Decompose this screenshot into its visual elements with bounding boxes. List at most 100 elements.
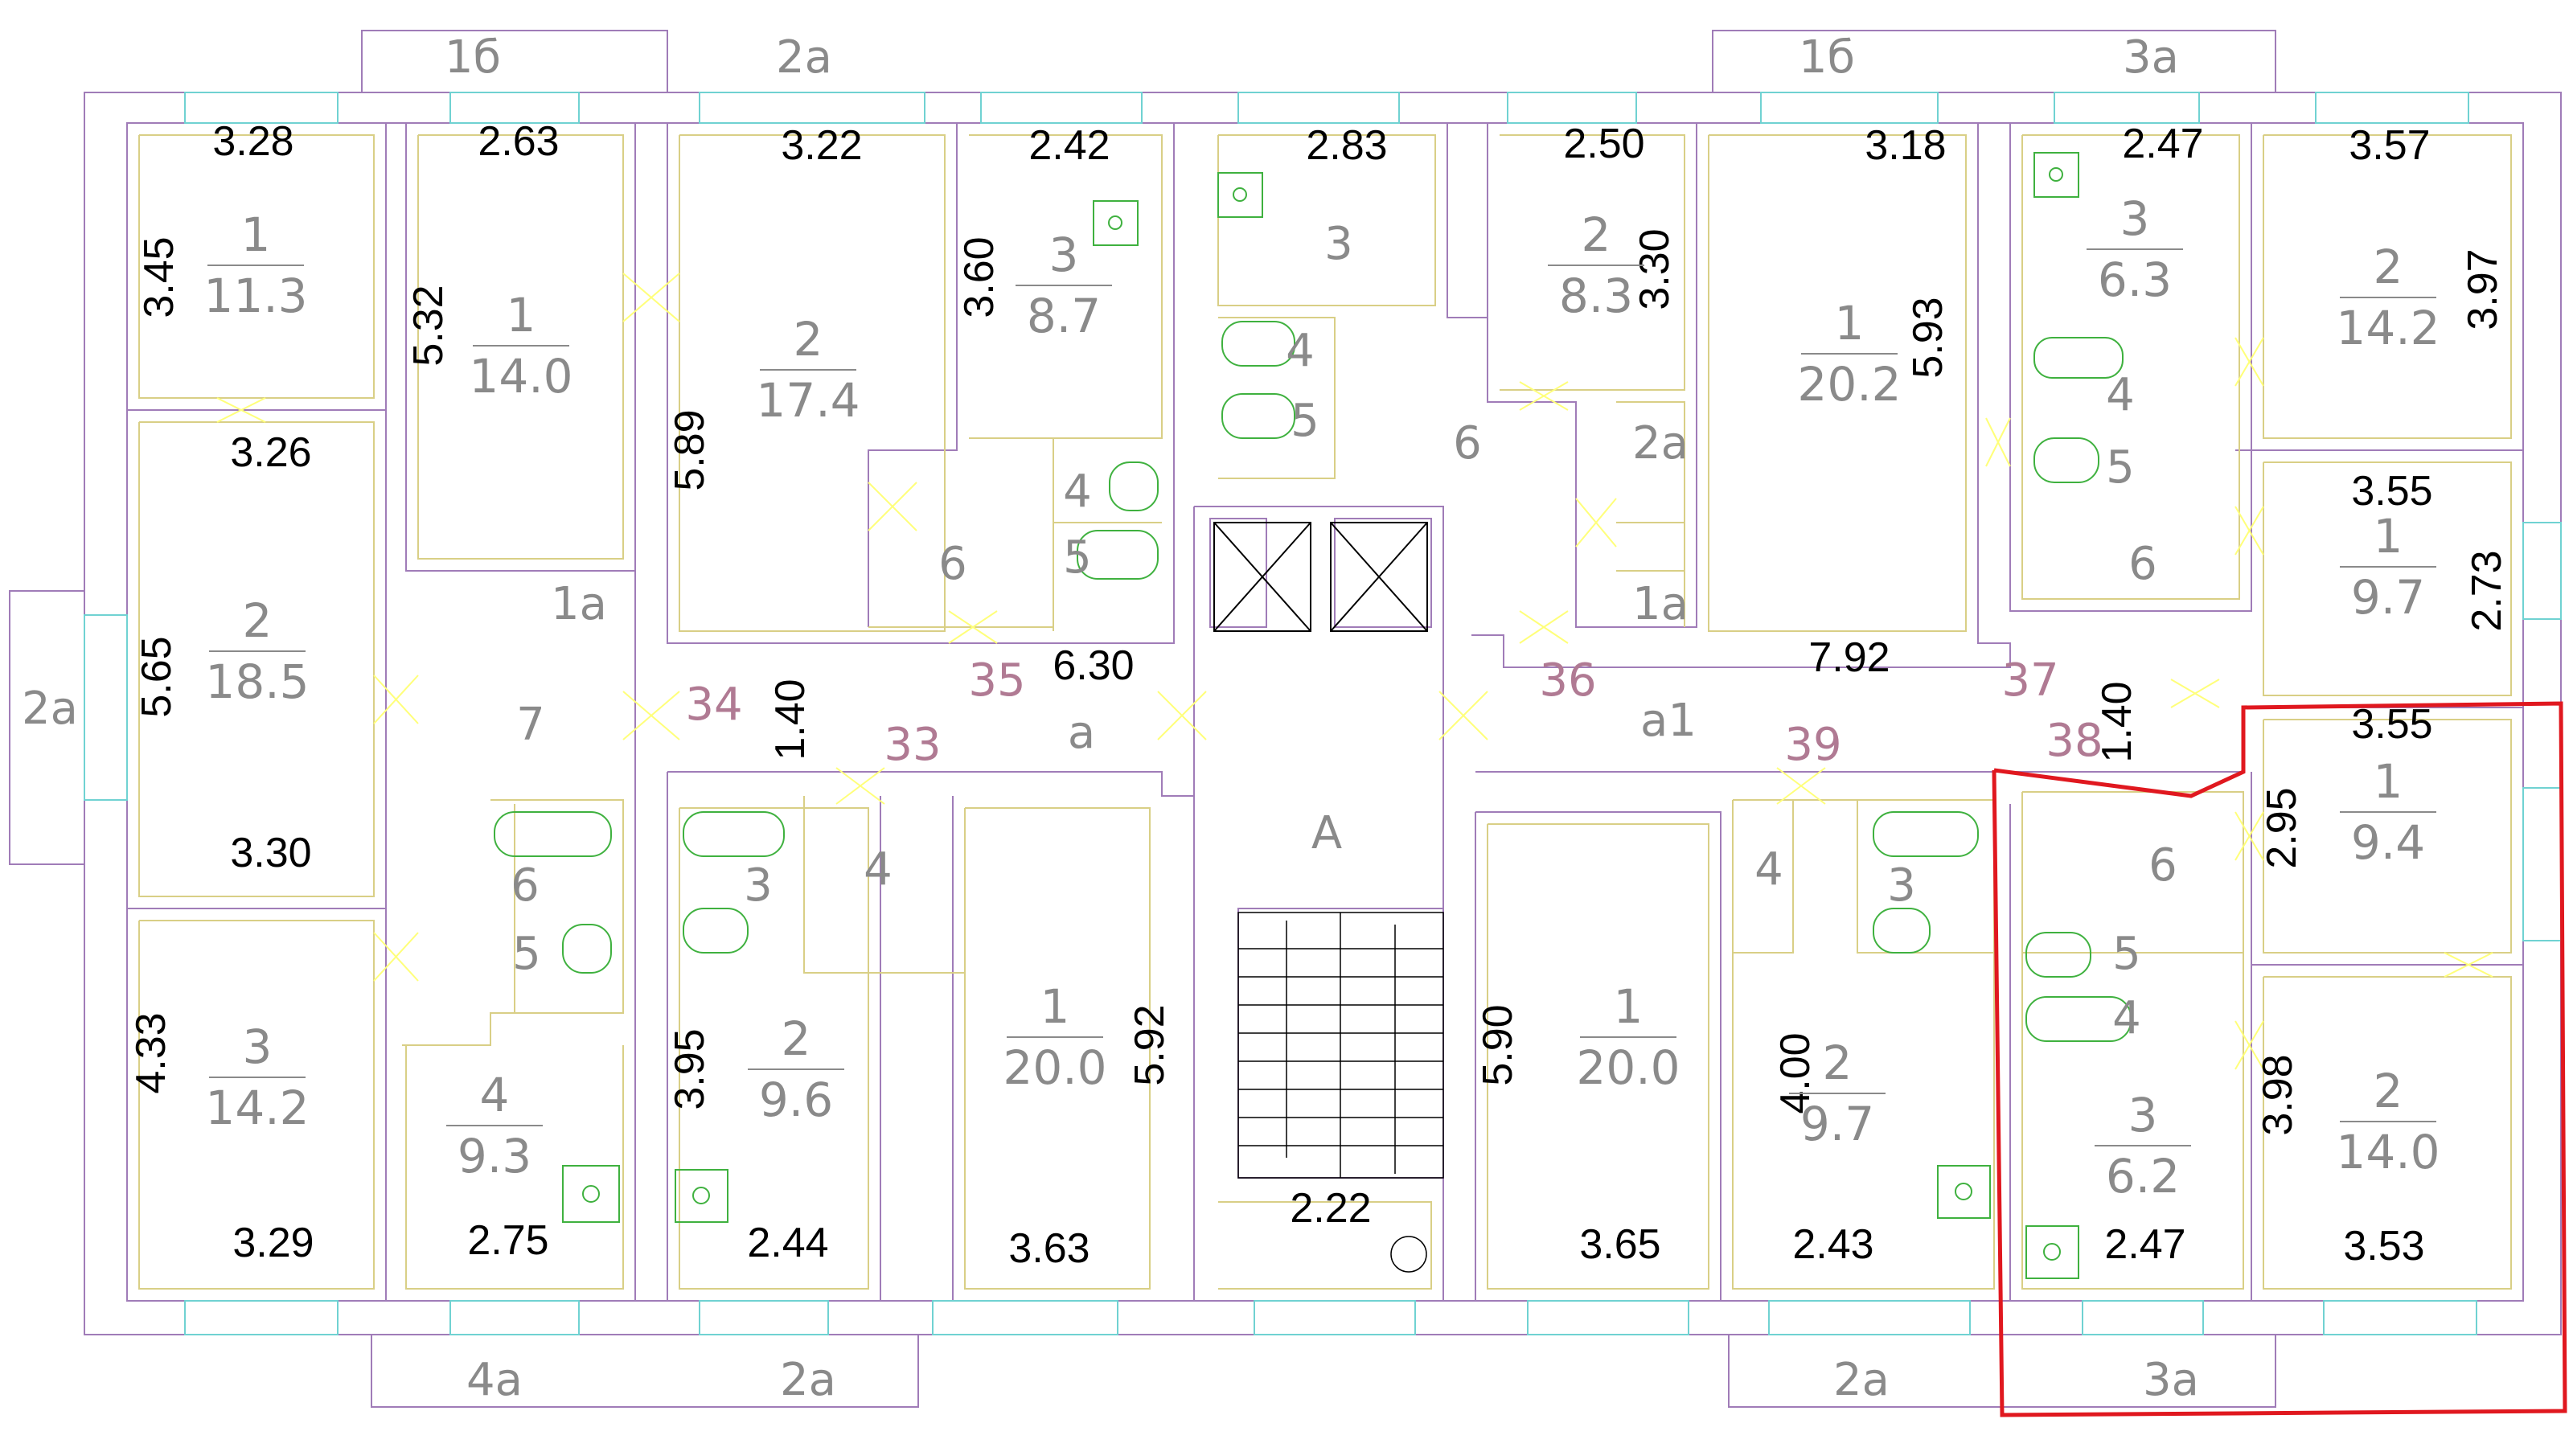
space-label: 2а (1632, 417, 1689, 470)
dimension-label: 2.22 (1290, 1185, 1371, 1232)
space-label: 6 (2128, 538, 2157, 590)
highlighted-apartment-outline (1992, 701, 2567, 1417)
room-area: 9.3 (458, 1129, 531, 1183)
space-label: 6 (1453, 417, 1482, 470)
corridor-number: 39 (1784, 719, 1841, 771)
fixtures (494, 152, 2132, 1279)
space-label: 1б (1799, 31, 1855, 84)
room-number: 2 (1582, 207, 1611, 262)
dimension-label: 5.93 (1905, 297, 1951, 378)
space-label: 4 (1063, 466, 1092, 518)
dimension-label: 3.97 (2460, 248, 2506, 330)
dimension-label: 3.65 (1579, 1221, 1660, 1268)
space-label: 4 (2112, 992, 2141, 1044)
space-label: 4 (2106, 369, 2135, 421)
space-label: 4а (466, 1354, 523, 1406)
room-area: 20.0 (1576, 1040, 1680, 1095)
room-number: 1 (1614, 979, 1644, 1034)
room-area: 20.2 (1797, 357, 1901, 412)
room-label: 19.7 (2340, 509, 2436, 625)
room-label: 214.2 (2336, 240, 2440, 355)
room-area: 18.5 (205, 654, 309, 709)
corridor-number: 37 (2001, 654, 2058, 707)
room-area: 14.0 (469, 349, 572, 404)
room-number: 3 (1049, 228, 1079, 282)
doors (216, 273, 2493, 1070)
space-label: 2а (776, 31, 832, 84)
dimension-label: 3.30 (1631, 228, 1678, 310)
dimension-label: 3.28 (212, 118, 293, 165)
dimension-label: 3.22 (781, 122, 862, 169)
room-label: 217.4 (756, 312, 860, 428)
dimension-label: 2.83 (1306, 122, 1387, 169)
room-label: 38.7 (1016, 228, 1112, 343)
elevator-shafts (1213, 522, 1428, 632)
room-number: 2 (2374, 1064, 2403, 1118)
corridor-number: 33 (884, 719, 941, 771)
space-label: 5 (2106, 441, 2135, 494)
room-label: 214.0 (2336, 1064, 2440, 1179)
dimension-label: 2.47 (2104, 1221, 2185, 1268)
room-number: 1 (1835, 296, 1865, 351)
dimension-label: 5.32 (405, 285, 452, 366)
room-number: 3 (243, 1019, 273, 1074)
room-label: 120.2 (1797, 296, 1901, 412)
dimension-label: 1.40 (2094, 681, 2140, 762)
dimension-label: 5.89 (667, 409, 713, 490)
room-number: 2 (2374, 240, 2403, 294)
dimension-label: 2.44 (747, 1220, 828, 1266)
room-label: 314.2 (205, 1019, 309, 1135)
space-label: 1а (1632, 578, 1689, 630)
room-number: 4 (480, 1068, 510, 1122)
corridor-number: 34 (685, 679, 742, 731)
dimension-label: 3.55 (2351, 468, 2432, 515)
room-label: 36.2 (2095, 1088, 2191, 1204)
space-label: 5 (2112, 928, 2141, 980)
dimension-label: 6.30 (1053, 642, 1134, 689)
space-label: 3а (2143, 1354, 2199, 1406)
space-label: 6 (511, 859, 540, 912)
room-area: 9.6 (759, 1073, 833, 1127)
room-area: 14.2 (2336, 301, 2440, 355)
room-area: 9.7 (1800, 1097, 1874, 1151)
room-label: 218.5 (205, 593, 309, 709)
dimension-label: 3.29 (232, 1220, 314, 1266)
dimension-label: 5.65 (133, 636, 180, 717)
space-label: 5 (1291, 395, 1319, 447)
space-label: 7 (516, 699, 545, 751)
room-area: 9.7 (2351, 570, 2425, 625)
room-number: 2 (794, 312, 823, 367)
space-label: 1а (551, 578, 607, 630)
space-label: 6 (938, 538, 967, 590)
corridor-number: 35 (968, 654, 1025, 707)
dimension-label: 2.63 (478, 118, 559, 165)
room-area: 8.7 (1027, 289, 1101, 343)
room-label: 49.3 (446, 1068, 543, 1183)
dimension-label: 3.57 (2349, 122, 2430, 169)
room-number: 1 (241, 207, 271, 262)
dimension-label: 3.95 (667, 1028, 713, 1109)
room-area: 6.3 (2098, 252, 2172, 307)
room-number: 1 (2374, 509, 2403, 564)
space-label: А (1311, 807, 1342, 859)
corridor-number: 36 (1539, 654, 1596, 707)
space-label: 3а (2123, 31, 2179, 84)
room-area: 8.3 (1559, 269, 1633, 323)
room-area: 14.0 (2336, 1125, 2440, 1179)
dimension-label: 3.18 (1865, 122, 1946, 169)
room-area: 11.3 (203, 269, 307, 323)
space-label: 5 (1063, 531, 1092, 584)
room-label: 111.3 (203, 207, 307, 323)
dimension-label: 5.90 (1475, 1004, 1521, 1085)
dimension-label: 3.30 (230, 830, 311, 876)
room-area: 6.2 (2106, 1149, 2180, 1204)
room-label: 19.4 (2340, 754, 2436, 870)
space-label: 3 (1887, 859, 1916, 912)
room-label: 29.6 (748, 1011, 844, 1127)
room-area: 20.0 (1003, 1040, 1106, 1095)
room-number: 1 (507, 288, 536, 342)
dimension-label: 3.53 (2343, 1223, 2424, 1269)
inner-walls (138, 134, 2512, 1290)
